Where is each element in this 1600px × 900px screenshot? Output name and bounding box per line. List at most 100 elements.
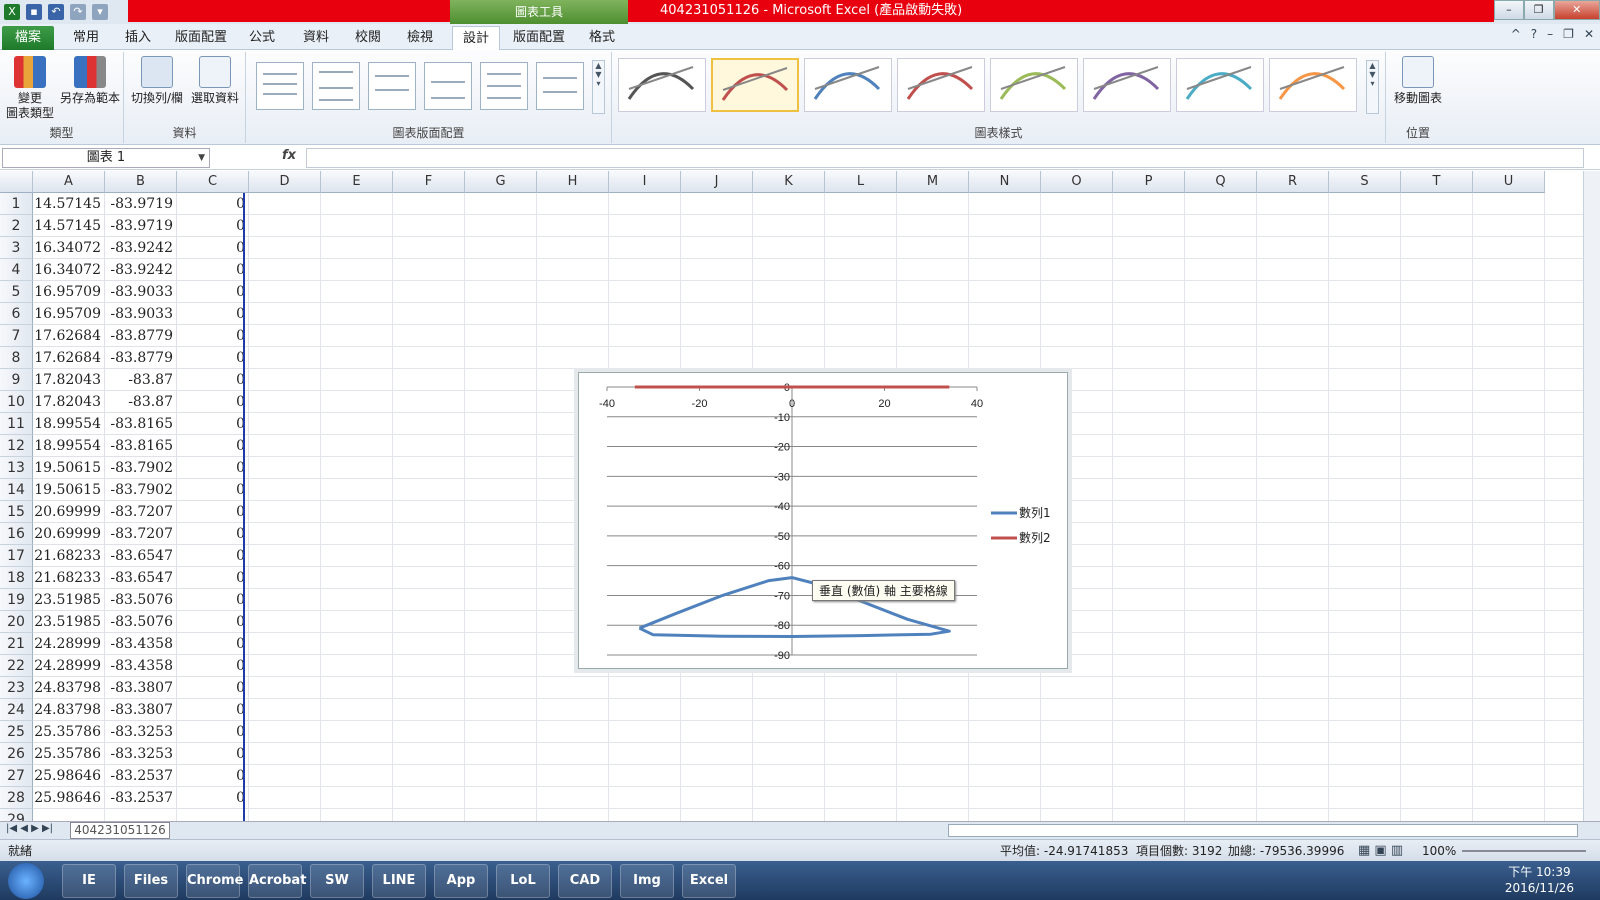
column-header-B[interactable]: B — [105, 171, 177, 193]
select-all-corner[interactable] — [0, 171, 33, 193]
save-icon[interactable]: ▪ — [26, 4, 42, 20]
cell[interactable]: -83.8165 — [105, 413, 177, 435]
zoom-slider[interactable] — [1462, 850, 1586, 852]
cell[interactable]: 24.83798 — [33, 677, 105, 699]
cell[interactable]: 25.35786 — [33, 743, 105, 765]
column-header-K[interactable]: K — [753, 171, 825, 193]
start-button[interactable] — [8, 863, 44, 899]
cell[interactable]: -83.3807 — [105, 677, 177, 699]
column-header-M[interactable]: M — [897, 171, 969, 193]
cell[interactable]: 16.95709 — [33, 303, 105, 325]
row-header[interactable]: 3 — [0, 237, 33, 259]
cell[interactable]: 16.34072 — [33, 237, 105, 259]
row-header[interactable]: 27 — [0, 765, 33, 787]
cell[interactable]: 25.98646 — [33, 765, 105, 787]
cell[interactable]: 19.50615 — [33, 479, 105, 501]
taskbar-app-excel-icon[interactable]: Excel — [682, 864, 736, 898]
cell[interactable]: 0 — [177, 457, 249, 479]
taskbar-app-chrome-icon[interactable]: Chrome — [186, 864, 244, 898]
cell[interactable]: 0 — [177, 193, 249, 215]
taskbar-app-acrobat-icon[interactable]: Acrobat — [248, 864, 306, 898]
column-header-T[interactable]: T — [1401, 171, 1473, 193]
row-header[interactable]: 28 — [0, 787, 33, 809]
row-header[interactable]: 14 — [0, 479, 33, 501]
close-button[interactable]: ✕ — [1553, 0, 1600, 20]
row-header[interactable]: 9 — [0, 369, 33, 391]
chart-style-1[interactable] — [618, 58, 706, 112]
column-header-S[interactable]: S — [1329, 171, 1401, 193]
row-header[interactable]: 24 — [0, 699, 33, 721]
row-header[interactable]: 10 — [0, 391, 33, 413]
move-chart-button[interactable]: 移動圖表 — [1390, 54, 1446, 106]
cell[interactable]: 24.83798 — [33, 699, 105, 721]
tab-design[interactable]: 設計 — [452, 26, 500, 50]
row-header[interactable]: 4 — [0, 259, 33, 281]
cell[interactable]: 25.98646 — [33, 787, 105, 809]
taskbar-app-img-icon[interactable]: Img — [620, 864, 674, 898]
chart-style-4[interactable] — [897, 58, 985, 112]
tab-home[interactable]: 常用 — [72, 30, 99, 45]
workbook-restore-icon[interactable]: ❐ — [1563, 27, 1574, 41]
zoom-level[interactable]: 100% — [1422, 844, 1457, 858]
row-header[interactable]: 6 — [0, 303, 33, 325]
insert-function-icon[interactable]: fx — [282, 148, 297, 163]
cell[interactable]: 0 — [177, 413, 249, 435]
select-data-button[interactable]: 選取資料 — [186, 54, 244, 106]
sheet-tab[interactable]: 404231051126 — [70, 822, 170, 839]
cell[interactable]: 0 — [177, 501, 249, 523]
cell[interactable]: 21.68233 — [33, 567, 105, 589]
chart-style-5[interactable] — [990, 58, 1078, 112]
cell[interactable]: -83.5076 — [105, 611, 177, 633]
row-header[interactable]: 13 — [0, 457, 33, 479]
cell[interactable]: 0 — [177, 325, 249, 347]
cell[interactable]: 20.69999 — [33, 501, 105, 523]
row-header[interactable]: 19 — [0, 589, 33, 611]
customize-qat-icon[interactable]: ▾ — [92, 4, 108, 20]
chart-layout-5[interactable] — [480, 62, 528, 110]
cell[interactable]: 24.28999 — [33, 633, 105, 655]
cell[interactable]: 0 — [177, 633, 249, 655]
cell[interactable]: -83.6547 — [105, 545, 177, 567]
cell[interactable]: 0 — [177, 479, 249, 501]
cell[interactable]: 0 — [177, 567, 249, 589]
row-header[interactable]: 18 — [0, 567, 33, 589]
workbook-minimize-icon[interactable]: – — [1547, 27, 1554, 41]
cell[interactable]: 0 — [177, 699, 249, 721]
cell[interactable]: 20.69999 — [33, 523, 105, 545]
tab-page-layout[interactable]: 版面配置 — [174, 30, 227, 45]
cell[interactable]: 14.57145 — [33, 215, 105, 237]
tab-data[interactable]: 資料 — [302, 30, 329, 45]
taskbar-app-files-icon[interactable]: Files — [124, 864, 178, 898]
column-header-D[interactable]: D — [249, 171, 321, 193]
column-header-F[interactable]: F — [393, 171, 465, 193]
cell[interactable]: 0 — [177, 743, 249, 765]
cell[interactable]: -83.7902 — [105, 479, 177, 501]
system-clock[interactable]: 下午 10:39 2016/11/26 — [1505, 864, 1574, 896]
row-header[interactable]: 2 — [0, 215, 33, 237]
column-header-N[interactable]: N — [969, 171, 1041, 193]
save-as-template-button[interactable]: 另存為範本 — [58, 54, 122, 106]
tab-file[interactable]: 檔案 — [2, 26, 54, 50]
column-header-H[interactable]: H — [537, 171, 609, 193]
chart-styles-more-button[interactable]: ▲▼▾ — [1366, 60, 1379, 114]
taskbar-app-app-icon[interactable]: App — [434, 864, 488, 898]
cell[interactable]: 0 — [177, 545, 249, 567]
cell[interactable]: -83.3253 — [105, 743, 177, 765]
taskbar-app-cad-icon[interactable]: CAD — [558, 864, 612, 898]
row-header[interactable]: 11 — [0, 413, 33, 435]
cell[interactable]: 24.28999 — [33, 655, 105, 677]
cell[interactable]: -83.7902 — [105, 457, 177, 479]
column-header-C[interactable]: C — [177, 171, 249, 193]
name-box[interactable]: 圖表 1 ▼ — [2, 148, 210, 168]
tab-insert[interactable]: 插入 — [124, 30, 151, 45]
cell[interactable]: -83.9242 — [105, 237, 177, 259]
tab-review[interactable]: 校閱 — [354, 30, 381, 45]
view-buttons-icon[interactable]: ▦ ▣ ▥ — [1358, 843, 1404, 858]
cell[interactable]: -83.4358 — [105, 633, 177, 655]
cell[interactable]: -83.9242 — [105, 259, 177, 281]
cell[interactable]: -83.3807 — [105, 699, 177, 721]
chart-layout-6[interactable] — [536, 62, 584, 110]
switch-row-column-button[interactable]: 切換列/欄 — [128, 54, 186, 106]
chart-style-2[interactable] — [711, 58, 799, 112]
